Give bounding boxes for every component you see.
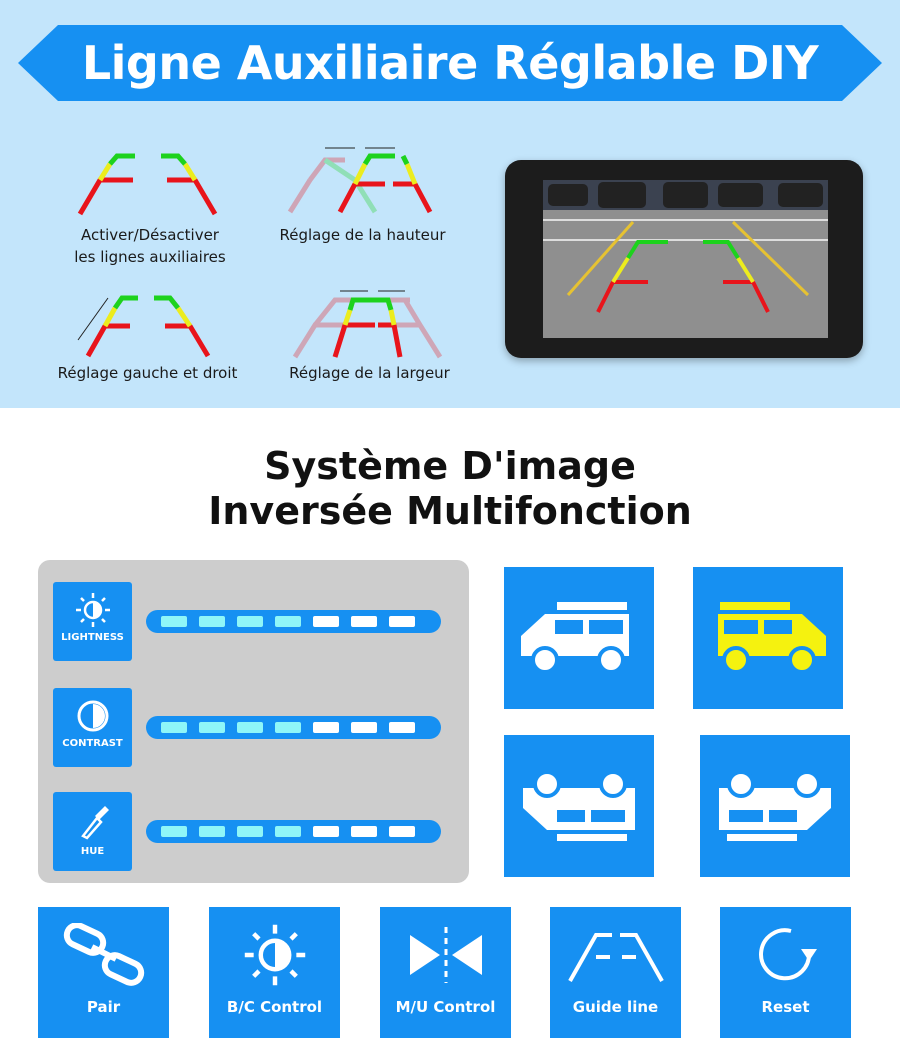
brightness-icon — [244, 924, 305, 986]
camera-view — [543, 180, 828, 338]
width-adjust-diagram — [292, 290, 443, 359]
slider-segment — [237, 826, 263, 837]
slider-segment — [275, 826, 301, 837]
hue-button[interactable]: HUE — [53, 792, 132, 871]
hue-label: HUE — [80, 846, 105, 857]
eyedropper-icon — [80, 806, 109, 840]
mirror-flip-icon — [409, 927, 482, 983]
lightness-button[interactable]: LIGHTNESS — [53, 582, 132, 661]
slider-segment — [389, 722, 415, 733]
bc-control-label: B/C Control — [226, 998, 323, 1016]
parking-scene — [543, 180, 828, 338]
feature-caption: Activer/Désactiver les lignes auxiliaires — [40, 224, 260, 268]
banner-title: Ligne Auxiliaire Réglable DIY — [81, 36, 819, 90]
slider-segment — [351, 616, 377, 627]
view-normal-tile[interactable] — [504, 567, 654, 709]
mu-control-button[interactable]: M/U Control — [380, 907, 511, 1038]
guideline-toggle-diagram — [77, 153, 218, 216]
reset-label: Reset — [761, 998, 810, 1016]
guide-line-icon — [567, 933, 664, 982]
pair-button[interactable]: Pair — [38, 907, 169, 1038]
bc-control-button[interactable]: B/C Control — [209, 907, 340, 1038]
caption-line: les lignes auxiliaires — [74, 248, 226, 266]
height-adjust-diagram — [287, 147, 433, 214]
slider-segment — [199, 616, 225, 627]
contrast-label: CONTRAST — [62, 738, 123, 749]
car-mirrored-upside-down-icon — [719, 770, 831, 841]
slider-segment — [389, 826, 415, 837]
slider-segment — [199, 826, 225, 837]
contrast-slider[interactable] — [146, 716, 441, 739]
guide-line-label: Guide line — [572, 998, 659, 1016]
car-yellow-icon — [718, 602, 826, 674]
link-icon — [63, 923, 144, 986]
caption-line: Réglage de la hauteur — [279, 226, 446, 244]
slider-segment — [389, 616, 415, 627]
slider-segment — [237, 616, 263, 627]
view-mirror-flip-tile[interactable] — [700, 735, 850, 877]
contrast-icon — [77, 700, 108, 732]
caption-line: Réglage gauche et droit — [57, 364, 238, 382]
reset-button[interactable]: Reset — [720, 907, 851, 1038]
car-upside-down-icon — [523, 770, 635, 841]
feature-caption: Réglage de la hauteur — [255, 224, 470, 246]
lightness-slider[interactable] — [146, 610, 441, 633]
slider-segment — [161, 722, 187, 733]
slider-segment — [199, 722, 225, 733]
caption-line: Réglage de la largeur — [289, 364, 450, 382]
caption-line: Activer/Désactiver — [81, 226, 219, 244]
image-adjustment-panel: LIGHTNESS CONTRAST HUE — [38, 560, 469, 883]
section-title-line1: Système D'image — [264, 444, 636, 488]
guideline-section: Ligne Auxiliaire Réglable DIY Activer/Dé… — [0, 0, 900, 408]
pair-label: Pair — [86, 998, 121, 1016]
slider-segment — [351, 826, 377, 837]
hue-slider[interactable] — [146, 820, 441, 843]
monitor-device — [505, 160, 863, 358]
view-color-tile[interactable] — [693, 567, 843, 709]
brightness-icon — [75, 593, 110, 627]
contrast-button[interactable]: CONTRAST — [53, 688, 132, 767]
left-right-adjust-diagram — [77, 295, 211, 358]
slider-segment — [313, 826, 339, 837]
slider-segment — [313, 722, 339, 733]
car-icon — [521, 602, 629, 674]
section-title-line2: Inversée Multifonction — [208, 489, 692, 533]
view-flip-tile[interactable] — [504, 735, 654, 877]
reset-icon — [758, 928, 817, 981]
lightness-label: LIGHTNESS — [61, 632, 124, 643]
guide-line-button[interactable]: Guide line — [550, 907, 681, 1038]
mu-control-label: M/U Control — [395, 998, 496, 1016]
slider-segment — [161, 826, 187, 837]
slider-segment — [275, 616, 301, 627]
slider-segment — [313, 616, 339, 627]
slider-segment — [161, 616, 187, 627]
feature-caption: Réglage de la largeur — [262, 362, 477, 384]
banner: Ligne Auxiliaire Réglable DIY — [18, 25, 882, 101]
feature-caption: Réglage gauche et droit — [40, 362, 255, 384]
slider-segment — [237, 722, 263, 733]
slider-segment — [351, 722, 377, 733]
slider-segment — [275, 722, 301, 733]
